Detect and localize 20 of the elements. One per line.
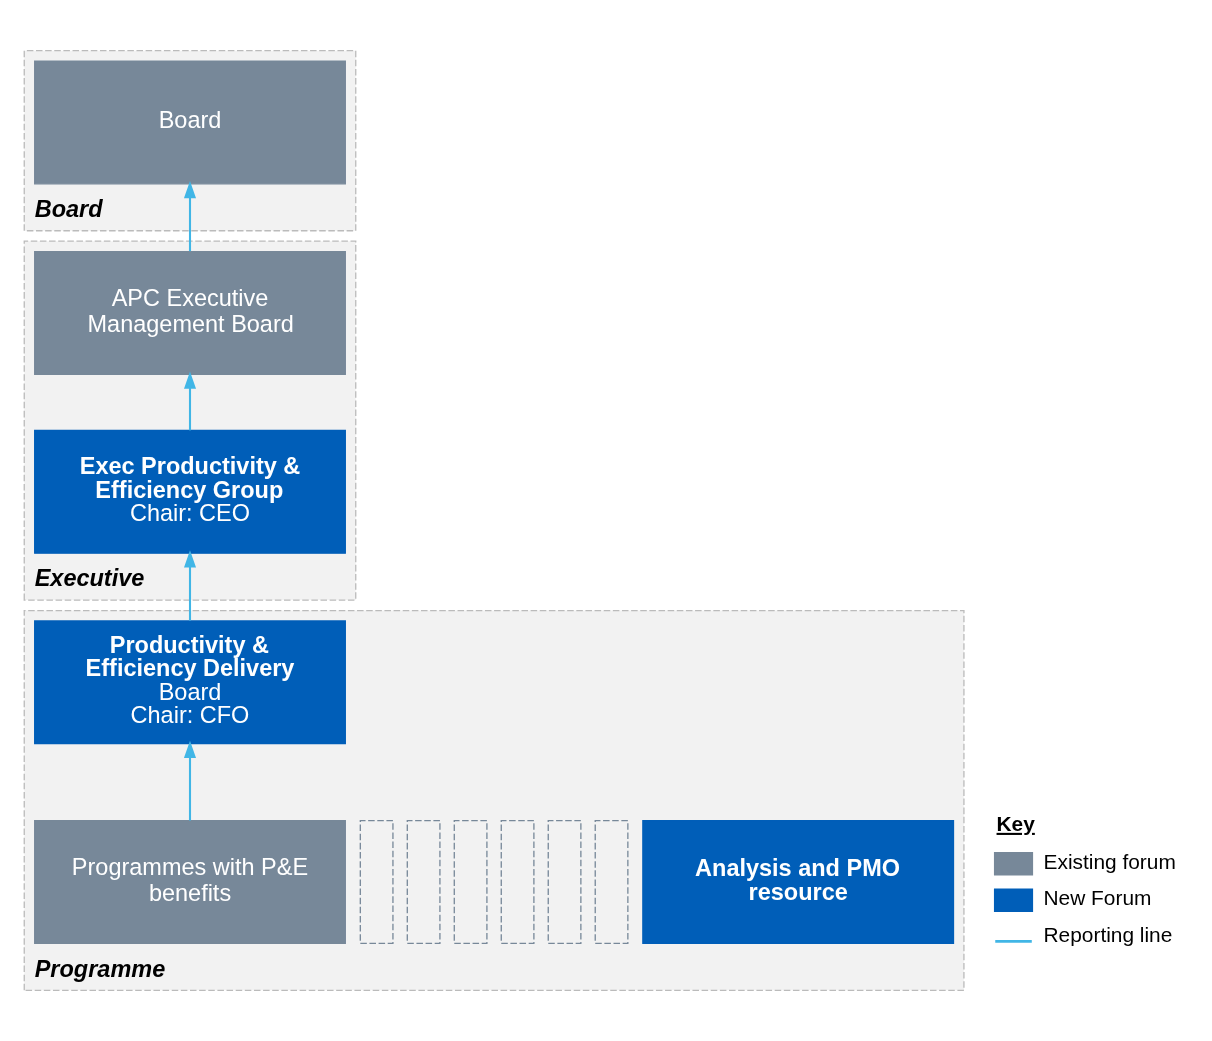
node-box [547,820,582,944]
node-box: Exec Productivity & Efficiency Group Chair: CEO [34,429,346,554]
node-box: Board [34,60,346,185]
node-box [500,820,535,944]
arrow [183,550,197,621]
label: Key [996,811,1035,835]
legend-label: Existing forum [1043,849,1176,873]
node-box: Analysis and PMO resource [642,820,955,944]
legend-label: Reporting line [1043,922,1173,946]
arrow [183,180,197,252]
arrow [183,371,197,431]
node-box [453,820,488,944]
node-box [359,820,394,944]
arrow [183,740,197,821]
node-box: APC Executive Management Board [34,251,346,375]
legend-label: New Forum [1043,886,1152,910]
node-box: Programmes with P&E benefits [34,820,346,944]
node-box [406,820,441,944]
node-box: Productivity & Efficiency Delivery Board Chair: CFO [34,620,346,745]
node-box [594,820,629,944]
